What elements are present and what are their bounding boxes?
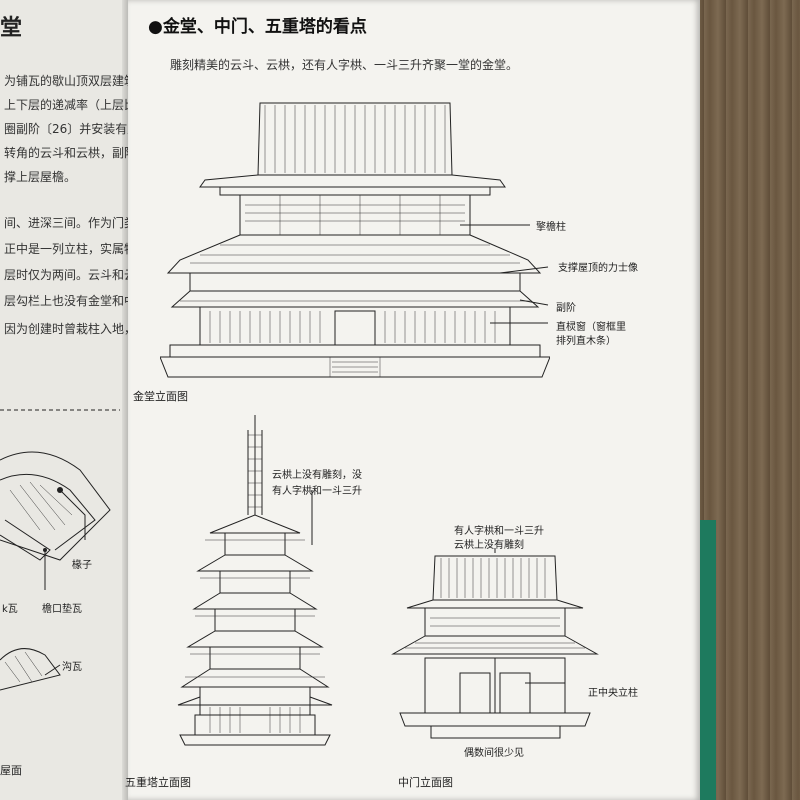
center-pillar-label: 正中央立柱 [588,688,638,699]
section-subtitle: 雕刻精美的云斗、云栱，还有人字栱、一斗三升齐聚一堂的金堂。 [170,58,519,72]
pagoda-elevation-drawing [177,415,333,746]
left-text-line: 正中是一列立柱，实属特 [4,242,130,256]
lattice-window-label: 直棂窗（窗框里 [556,322,626,333]
pagoda-caption: 五重塔立面图 [125,776,191,789]
gutter-tile-label: 沟瓦 [62,662,82,673]
chumon-note-line: 云栱上没有雕刻 [454,540,524,551]
roof-tile-diagram [0,409,120,691]
left-text-line: 间、进深三间。作为门类建 [4,216,130,230]
kondo-elevation-drawing [160,102,550,378]
left-text-line: 圈副阶〔26〕并安装有直棂 [4,122,130,136]
eave-column-label: 擎檐柱 [536,222,566,233]
chumon-note-line: 有人字栱和一斗三升 [454,526,544,537]
mokoshi-label: 副阶 [556,303,576,314]
left-text-line: 转角的云斗和云栱，副阶 [4,146,130,160]
section-title: ●金堂、中门、五重塔的看点 [148,17,367,37]
pagoda-note-line: 云栱上没有雕刻，没 [272,470,362,481]
chumon-elevation-drawing [391,548,599,739]
lattice-window-label-2: 排列直木条） [556,336,616,347]
eave-tile-label: 檐口垫瓦 [42,604,82,615]
kondo-caption: 金堂立面图 [133,390,188,403]
pagoda-leader-line [311,490,313,545]
left-text-line: 为铺瓦的歇山顶双层建筑 [4,74,130,88]
rafter-label: 椽子 [72,560,92,571]
guardian-figure-label: 支撑屋顶的力士像 [558,263,638,274]
book-cover-edge [698,520,716,800]
left-heading-fragment: 堂 [0,16,23,41]
tile-label: k瓦 [2,604,18,615]
left-text-line: 层勾栏上也没有金堂和中 [4,294,130,308]
left-text-line: 撑上层屋檐。 [4,170,77,184]
chumon-caption: 中门立面图 [398,776,453,789]
pagoda-note-line: 有人字栱和一斗三升 [272,486,362,497]
right-page [128,0,700,800]
left-text-line: 上下层的递减率（上层比下 [4,98,130,112]
left-page: 堂 为铺瓦的歇山顶双层建筑 上下层的递减率（上层比下 圈副阶〔26〕并安装有直棂… [0,0,130,800]
left-text-line: 因为创建时曾栽柱入地， [4,322,130,336]
left-text-line: 层时仅为两间。云斗和云 [4,268,130,282]
even-bay-note: 偶数间很少见 [464,748,524,759]
left-caption-fragment: 屋面 [0,764,22,777]
